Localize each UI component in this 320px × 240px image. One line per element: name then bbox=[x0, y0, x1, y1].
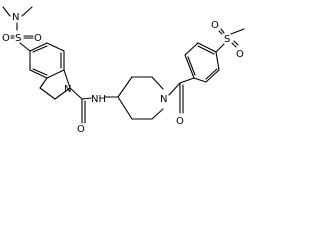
bond bbox=[197, 42, 217, 53]
bond bbox=[197, 45, 215, 55]
bond bbox=[21, 6, 33, 17]
bond bbox=[215, 43, 225, 53]
bond bbox=[151, 76, 164, 90]
atom-label-o-sulfonyl-left-bottom: O bbox=[34, 33, 42, 44]
bond bbox=[205, 68, 218, 80]
bond bbox=[168, 82, 181, 96]
bond bbox=[179, 77, 195, 84]
atom-label-o-sulfonyl-right-top: O bbox=[211, 20, 219, 31]
bond bbox=[29, 42, 48, 52]
atom-label-o-carbonyl-benzoyl: O bbox=[176, 116, 184, 127]
bond bbox=[117, 96, 133, 120]
bond bbox=[184, 54, 195, 79]
bond bbox=[46, 42, 65, 52]
atom-label-o-sulfonyl-left-top: O bbox=[2, 33, 10, 44]
atom-label-n-dimethylamine: N bbox=[12, 12, 19, 23]
bond bbox=[39, 87, 56, 100]
bond bbox=[69, 87, 83, 100]
bond bbox=[233, 40, 239, 46]
bond bbox=[54, 87, 71, 100]
bond bbox=[193, 77, 207, 83]
bond bbox=[230, 28, 245, 35]
atom-label-s-sulfonyl-left: S bbox=[15, 33, 21, 44]
bond bbox=[32, 45, 48, 53]
bond bbox=[29, 69, 48, 79]
bond bbox=[63, 69, 71, 89]
bond bbox=[2, 6, 11, 17]
atom-labels: N O S O N O NH N O S O O bbox=[2, 12, 244, 135]
molecule-diagram: N O S O N O NH N O S O O bbox=[0, 0, 248, 144]
atom-label-n-indoline: N bbox=[64, 84, 71, 95]
atom-label-o-carbonyl-urea: O bbox=[77, 124, 85, 135]
bond bbox=[205, 69, 220, 83]
bond bbox=[151, 108, 164, 120]
bond bbox=[46, 69, 65, 79]
bond bbox=[184, 42, 199, 56]
structure-canvas: N O S O N O NH N O S O O bbox=[2, 6, 245, 135]
atom-label-s-sulfonyl-right: S bbox=[224, 34, 230, 45]
atom-label-nh-amide: NH bbox=[91, 94, 106, 105]
bond bbox=[117, 76, 133, 98]
bond bbox=[218, 30, 223, 35]
bond bbox=[231, 42, 237, 48]
atom-label-n-piperidine: N bbox=[160, 94, 167, 105]
bonds bbox=[2, 6, 245, 124]
bond bbox=[19, 42, 31, 52]
bond bbox=[187, 56, 196, 76]
bond bbox=[220, 28, 225, 34]
bond bbox=[39, 77, 48, 89]
bond bbox=[81, 97, 92, 100]
atom-label-o-sulfonyl-right-bottom: O bbox=[236, 49, 244, 60]
bond bbox=[215, 51, 220, 71]
bond bbox=[32, 68, 48, 76]
